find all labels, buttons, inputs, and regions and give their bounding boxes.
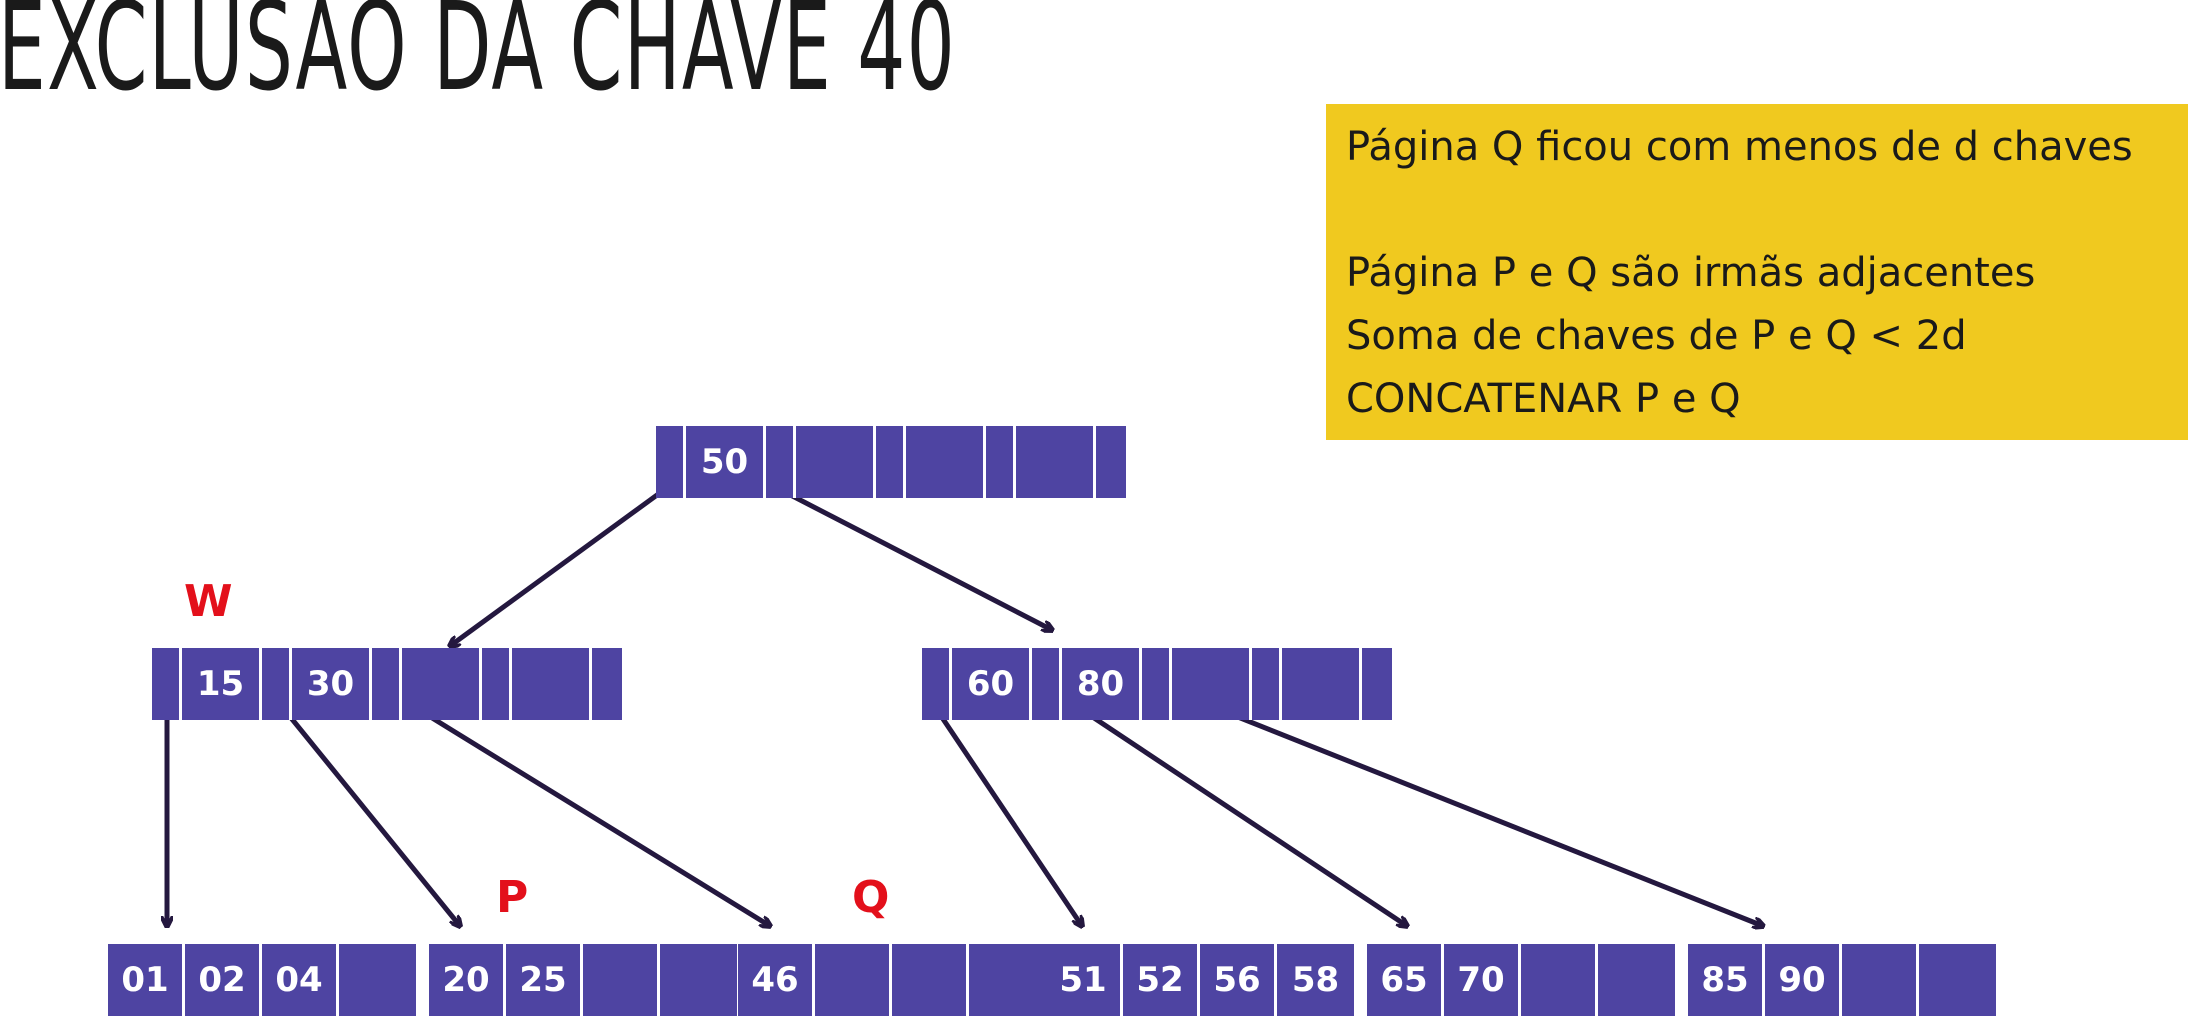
pointer-cell [262,648,292,720]
key-cell [1282,648,1362,720]
key-cell: 65 [1367,944,1444,1016]
key-cell [1521,944,1598,1016]
key-cell: 51 [1046,944,1123,1016]
pointer-cell [372,648,402,720]
key-cell [1919,944,1996,1016]
info-line: Página Q ficou com menos de d chaves [1346,124,2133,170]
key-cell [512,648,592,720]
edge-root-to-w [450,484,670,646]
key-cell [1016,426,1096,498]
key-cell: 20 [429,944,506,1016]
label-p: P [496,872,529,923]
pointer-cell [152,648,182,720]
label-q: Q [852,872,890,923]
key-cell: 15 [182,648,262,720]
pointer-cell [656,426,686,498]
key-cell: 58 [1277,944,1354,1016]
key-cell: 01 [108,944,185,1016]
pointer-cell [1362,648,1392,720]
key-cell: 60 [952,648,1032,720]
pointer-cell [592,648,622,720]
leaf-node: 01 02 04 [108,944,416,1016]
pointer-cell [1142,648,1172,720]
key-cell [660,944,737,1016]
info-line: Página P e Q são irmãs adjacentes [1346,250,2036,296]
leaf-node: 51 52 56 58 [1046,944,1354,1016]
edge-right-to-leaf6 [1174,689,1763,926]
pointer-cell [766,426,796,498]
edge-root-to-right [773,484,1052,630]
key-cell: 04 [262,944,339,1016]
pointer-cell [922,648,952,720]
pointer-cell [482,648,512,720]
key-cell [815,944,892,1016]
pointer-cell [1252,648,1282,720]
key-cell: 02 [185,944,262,1016]
key-cell [892,944,969,1016]
key-cell [1172,648,1252,720]
leaf-node: 65 70 [1367,944,1675,1016]
edge-right-to-leaf4 [934,708,1082,926]
key-cell: 70 [1444,944,1521,1016]
page-title: EXCLUSÃO DA CHAVE 40 [0,0,957,118]
root-node: 50 [656,426,1126,498]
key-cell [1598,944,1675,1016]
key-cell [906,426,986,498]
key-cell [1842,944,1919,1016]
leaf-node-p: 20 25 [429,944,737,1016]
key-cell: 46 [738,944,815,1016]
leaf-node: 85 90 [1688,944,1996,1016]
key-cell: 85 [1688,944,1765,1016]
key-cell: 30 [292,648,372,720]
key-cell: 25 [506,944,583,1016]
pointer-cell [1096,426,1126,498]
key-cell: 50 [686,426,766,498]
key-cell [339,944,416,1016]
key-cell [583,944,660,1016]
key-cell: 52 [1123,944,1200,1016]
node-w: 15 30 [152,648,622,720]
pointer-cell [1032,648,1062,720]
pointer-cell [876,426,906,498]
edge-w-to-q [388,689,770,926]
edge-right-to-leaf5 [1053,689,1407,926]
key-cell [402,648,482,720]
key-cell: 56 [1200,944,1277,1016]
info-line: CONCATENAR P e Q [1346,376,1741,422]
edge-w-to-p [268,690,460,926]
label-w: W [184,576,233,627]
pointer-cell [986,426,1016,498]
key-cell [969,944,1046,1016]
node-right: 60 80 [922,648,1392,720]
info-box: Página Q ficou com menos de d chaves Pág… [1326,104,2188,440]
info-line: Soma de chaves de P e Q < 2d [1346,313,1967,359]
key-cell: 90 [1765,944,1842,1016]
key-cell: 80 [1062,648,1142,720]
key-cell [796,426,876,498]
leaf-node-q: 46 [738,944,1046,1016]
